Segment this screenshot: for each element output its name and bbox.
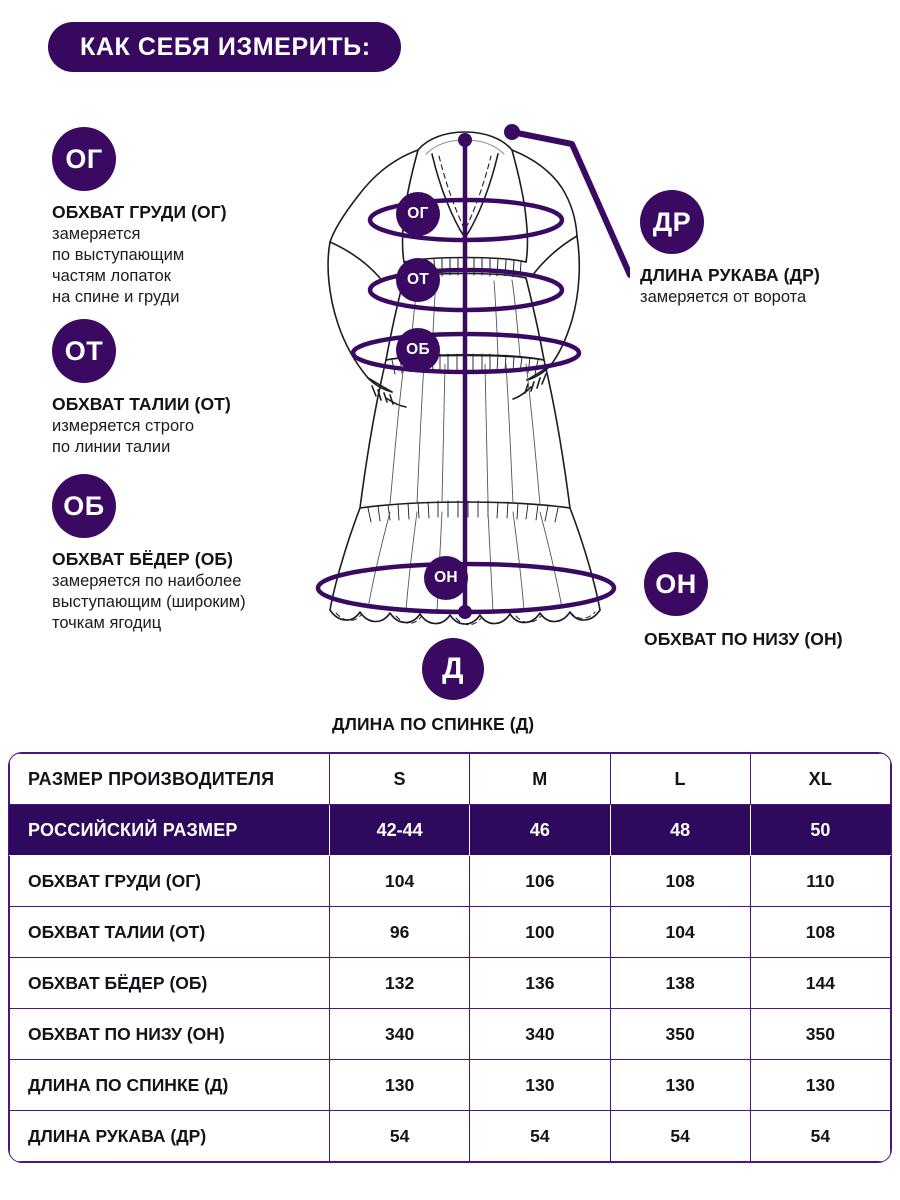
dress-diagram	[300, 110, 630, 640]
size-table-container: РАЗМЕР ПРОИЗВОДИТЕЛЯ S M L XL РОССИЙСКИЙ…	[8, 752, 892, 1163]
chest-ellipse	[367, 197, 565, 243]
cell-xl: 54	[749, 1110, 891, 1162]
row-label: ОБХВАТ ТАЛИИ (ОТ)	[9, 906, 330, 958]
cell-s: 132	[328, 957, 471, 1009]
cell-xl: 50	[749, 804, 891, 856]
cell-l: 108	[609, 855, 751, 907]
back-length-start-dot	[458, 133, 472, 147]
column-header-0: РАЗМЕР ПРОИЗВОДИТЕЛЯ	[9, 753, 330, 805]
cell-m: 106	[469, 855, 611, 907]
row-label: ОБХВАТ БЁДЕР (ОБ)	[9, 957, 330, 1009]
row-label: ОБХВАТ ГРУДИ (ОГ)	[9, 855, 330, 907]
cell-l: 138	[609, 957, 751, 1009]
badge-ot-icon: ОТ	[52, 319, 116, 383]
measurement-block-d: Д ДЛИНА ПО СПИНКЕ (Д)	[332, 638, 624, 735]
cell-l: 104	[609, 906, 751, 958]
measurement-title-dr: ДЛИНА РУКАВА (ДР)	[640, 265, 820, 285]
table-row: ДЛИНА ПО СПИНКЕ (Д) 130 130 130 130	[9, 1059, 891, 1111]
column-header-3: L	[609, 753, 751, 805]
badge-d-icon: Д	[422, 638, 484, 700]
cell-l: 48	[609, 804, 751, 856]
column-header-1: S	[328, 753, 471, 805]
cell-m: 136	[469, 957, 611, 1009]
measurement-block-on: ОН ОБХВАТ ПО НИЗУ (ОН)	[644, 552, 843, 650]
hip-ellipse	[350, 331, 582, 375]
diagram-badge-ot-icon: ОТ	[396, 258, 440, 302]
table-row: ДЛИНА РУКАВА (ДР) 54 54 54 54	[9, 1110, 891, 1162]
badge-dr-icon: ДР	[640, 190, 704, 254]
measurement-title-on: ОБХВАТ ПО НИЗУ (ОН)	[644, 629, 843, 649]
table-row: ОБХВАТ ГРУДИ (ОГ) 104 106 108 110	[9, 855, 891, 907]
cell-l: 54	[609, 1110, 751, 1162]
diagram-badge-og-icon: ОГ	[396, 192, 440, 236]
measurement-block-dr: ДР ДЛИНА РУКАВА (ДР) замеряется от ворот…	[640, 190, 820, 308]
badge-on-icon: ОН	[644, 552, 708, 616]
measurement-desc-ob: замеряется по наиболее выступающим (широ…	[52, 572, 246, 633]
cell-xl: 110	[749, 855, 891, 907]
cell-s: 96	[328, 906, 471, 958]
cell-xl: 144	[749, 957, 891, 1009]
badge-og-icon: ОГ	[52, 127, 116, 191]
cell-s: 340	[328, 1008, 471, 1060]
cell-s: 42-44	[328, 804, 471, 856]
row-label: РОССИЙСКИЙ РАЗМЕР	[9, 804, 330, 856]
measurement-title-d: ДЛИНА ПО СПИНКЕ (Д)	[332, 714, 535, 734]
cell-xl: 350	[749, 1008, 891, 1060]
measurement-title-ob: ОБХВАТ БЁДЕР (ОБ)	[52, 549, 234, 569]
measurement-desc-og: замеряется по выступающим частям лопаток…	[52, 225, 185, 307]
page-title-badge: КАК СЕБЯ ИЗМЕРИТЬ:	[48, 22, 401, 72]
table-header-row: РАЗМЕР ПРОИЗВОДИТЕЛЯ S M L XL	[9, 753, 891, 805]
page-title: КАК СЕБЯ ИЗМЕРИТЬ:	[80, 32, 371, 61]
cell-m: 54	[469, 1110, 611, 1162]
table-row: ОБХВАТ ТАЛИИ (ОТ) 96 100 104 108	[9, 906, 891, 958]
measurement-desc-dr: замеряется от ворота	[640, 288, 807, 306]
cell-m: 46	[469, 804, 611, 856]
cell-s: 104	[328, 855, 471, 907]
sleeve-length-start-dot	[504, 124, 520, 140]
table-row: ОБХВАТ БЁДЕР (ОБ) 132 136 138 144	[9, 957, 891, 1009]
size-table: РАЗМЕР ПРОИЗВОДИТЕЛЯ S M L XL РОССИЙСКИЙ…	[9, 753, 891, 1162]
column-header-2: M	[469, 753, 611, 805]
row-label: ДЛИНА РУКАВА (ДР)	[9, 1110, 330, 1162]
measurement-block-ot: ОТ ОБХВАТ ТАЛИИ (ОТ) измеряется строго п…	[52, 319, 231, 458]
measurement-block-ob: ОБ ОБХВАТ БЁДЕР (ОБ) замеряется по наибо…	[52, 474, 246, 634]
cell-l: 350	[609, 1008, 751, 1060]
cell-m: 340	[469, 1008, 611, 1060]
measurement-title-ot: ОБХВАТ ТАЛИИ (ОТ)	[52, 394, 231, 414]
size-table-head: РАЗМЕР ПРОИЗВОДИТЕЛЯ S M L XL	[9, 753, 891, 805]
measurement-desc-ot: измеряется строго по линии талии	[52, 417, 194, 457]
cell-xl: 130	[749, 1059, 891, 1111]
table-row: РОССИЙСКИЙ РАЗМЕР 42-44 46 48 50	[9, 804, 891, 856]
diagram-badge-on-icon: ОН	[424, 556, 468, 600]
cell-l: 130	[609, 1059, 751, 1111]
cell-m: 130	[469, 1059, 611, 1111]
waist-ellipse	[367, 267, 565, 313]
diagram-badge-ob-icon: ОБ	[396, 328, 440, 372]
cell-m: 100	[469, 906, 611, 958]
cell-s: 130	[328, 1059, 471, 1111]
cell-xl: 108	[749, 906, 891, 958]
measurement-title-og: ОБХВАТ ГРУДИ (ОГ)	[52, 202, 227, 222]
hem-ellipse	[315, 561, 617, 615]
table-row: ОБХВАТ ПО НИЗУ (ОН) 340 340 350 350	[9, 1008, 891, 1060]
cell-s: 54	[328, 1110, 471, 1162]
column-header-4: XL	[749, 753, 891, 805]
row-label: ДЛИНА ПО СПИНКЕ (Д)	[9, 1059, 330, 1111]
sleeve-length-line	[509, 129, 630, 278]
row-label: ОБХВАТ ПО НИЗУ (ОН)	[9, 1008, 330, 1060]
size-table-body: РОССИЙСКИЙ РАЗМЕР 42-44 46 48 50 ОБХВАТ …	[9, 804, 891, 1162]
measurement-block-og: ОГ ОБХВАТ ГРУДИ (ОГ) замеряется по высту…	[52, 127, 227, 308]
badge-ob-icon: ОБ	[52, 474, 116, 538]
